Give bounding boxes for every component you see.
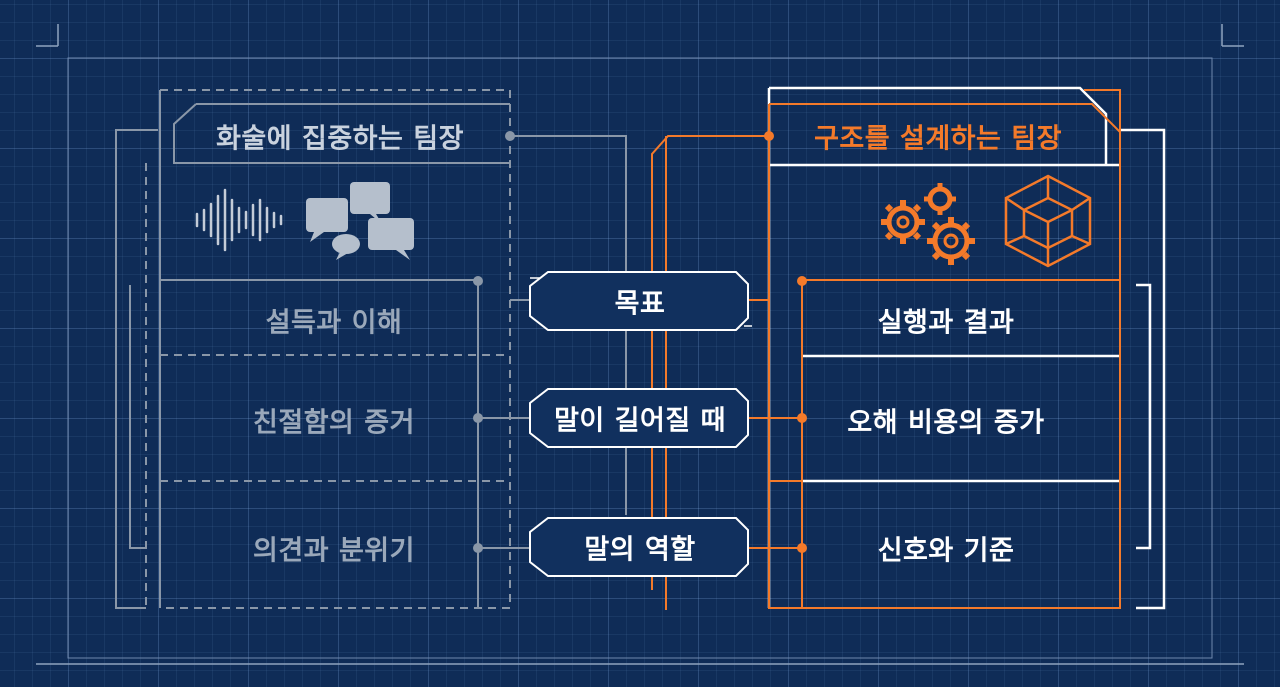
right-row-label: 신호와 기준: [877, 535, 1015, 567]
chip-long-talk-label: 말이 길어질 때: [554, 405, 726, 437]
left-row-label: 설득과 이해: [265, 307, 403, 339]
chip-goal-label: 목표: [614, 288, 666, 320]
right-row-label: 오해 비용의 증가: [847, 407, 1045, 439]
left-connector-dots: [473, 131, 515, 553]
right-panel-title: 구조를 설계하는 팀장: [814, 123, 1062, 155]
gears-icon: [881, 183, 975, 265]
speech-bubbles-icon: [306, 182, 414, 260]
left-row-label: 의견과 분위기: [253, 535, 415, 567]
right-row-label: 실행과 결과: [877, 307, 1015, 339]
chip-goal-frame: [529, 271, 752, 331]
right-connector-dots: [764, 131, 807, 553]
cube-icon: [1004, 174, 1092, 268]
sound-wave-icon: [195, 188, 283, 252]
chip-role-label: 말의 역할: [584, 534, 696, 566]
chip-role-frame: [529, 517, 749, 577]
chip-long-talk-frame: [529, 388, 749, 448]
crop-marks: [36, 24, 1244, 665]
left-row-label: 친절함의 증거: [253, 407, 415, 439]
left-panel-title: 화술에 집중하는 팀장: [216, 123, 464, 155]
